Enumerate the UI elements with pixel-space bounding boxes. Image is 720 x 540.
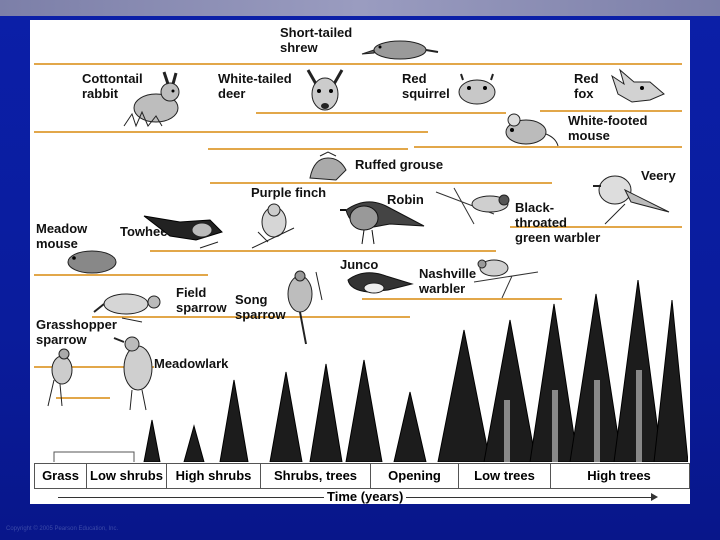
label-short-tailed-shrew: Short-tailed shrew bbox=[280, 25, 352, 55]
stage-high-trees: High trees bbox=[551, 464, 687, 488]
stage-low-shrubs: Low shrubs bbox=[87, 464, 167, 488]
range-line-rabbit bbox=[34, 131, 428, 133]
arrow-right-icon bbox=[651, 493, 658, 501]
mouse-icon bbox=[498, 108, 560, 148]
time-axis-label: Time (years) bbox=[324, 489, 406, 504]
veery-icon bbox=[585, 168, 671, 226]
forest-illustration bbox=[34, 280, 688, 462]
range-line-shrew bbox=[34, 63, 682, 65]
stage-high-shrubs: High shrubs bbox=[167, 464, 261, 488]
time-axis: Time (years) bbox=[58, 488, 658, 504]
rabbit-icon bbox=[122, 70, 186, 128]
deer-icon bbox=[296, 66, 356, 112]
range-line-deer bbox=[256, 112, 506, 114]
succession-stage-bar: Grass Low shrubs High shrubs Shrubs, tre… bbox=[34, 463, 690, 489]
label-ruffed-grouse: Ruffed grouse bbox=[355, 157, 443, 172]
stage-low-trees: Low trees bbox=[459, 464, 551, 488]
label-red-fox: Red fox bbox=[574, 71, 599, 101]
stage-shrubs-trees: Shrubs, trees bbox=[261, 464, 371, 488]
shrew-icon bbox=[360, 34, 442, 62]
range-line-fox bbox=[540, 110, 682, 112]
title-bar bbox=[0, 0, 720, 16]
finch-icon bbox=[248, 202, 298, 250]
meadow-mouse-icon bbox=[60, 246, 120, 276]
stage-grass: Grass bbox=[35, 464, 87, 488]
copyright-text: Copyright © 2005 Pearson Education, Inc. bbox=[6, 526, 118, 532]
squirrel-icon bbox=[455, 72, 501, 108]
grouse-icon bbox=[306, 150, 350, 182]
robin-icon bbox=[336, 190, 426, 246]
towhee-icon bbox=[140, 202, 226, 250]
stage-opening: Opening bbox=[371, 464, 459, 488]
range-line-towhee bbox=[150, 250, 496, 252]
label-red-squirrel: Red squirrel bbox=[402, 71, 450, 101]
warbler-icon bbox=[434, 184, 514, 228]
label-purple-finch: Purple finch bbox=[251, 185, 326, 200]
label-white-footed-mouse: White-footed mouse bbox=[568, 113, 647, 143]
fox-icon bbox=[606, 66, 668, 110]
label-white-tailed-deer: White-tailed deer bbox=[218, 71, 292, 101]
